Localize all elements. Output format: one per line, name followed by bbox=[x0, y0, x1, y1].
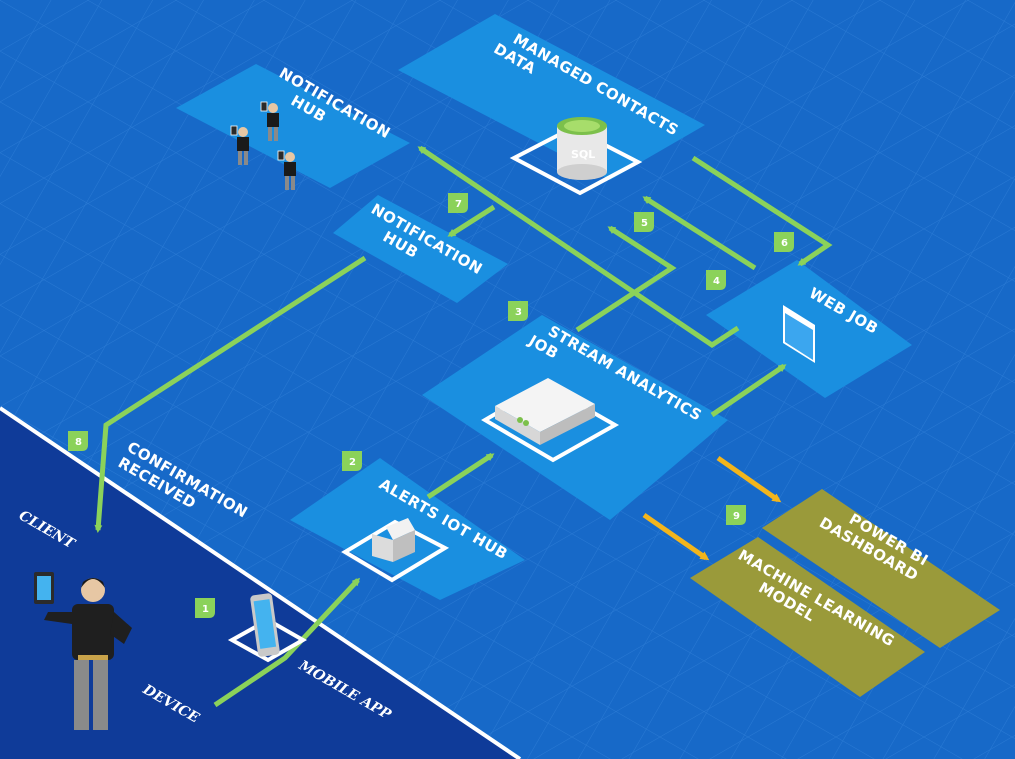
stream-analytics-server-icon bbox=[481, 378, 620, 463]
iot-hub-cube-icon bbox=[341, 518, 450, 583]
tile-notification-hub-mid bbox=[333, 195, 508, 303]
tile-machine-learning bbox=[690, 537, 925, 697]
step-badge-3: 3 bbox=[508, 301, 528, 321]
step-badge-8: 8 bbox=[68, 431, 88, 451]
tile-power-bi bbox=[762, 489, 1000, 648]
flow-stream-to-ml bbox=[642, 512, 710, 561]
output-flow-lines bbox=[642, 455, 782, 561]
svg-text:4: 4 bbox=[713, 276, 720, 287]
sql-database-icon: SQL bbox=[509, 117, 643, 196]
client-zone-border bbox=[0, 406, 522, 759]
mobile-phone-icon bbox=[227, 593, 308, 663]
svg-text:7: 7 bbox=[455, 199, 462, 210]
flow-stream-to-sql bbox=[575, 225, 677, 333]
step-badge-6: 6 bbox=[774, 232, 794, 252]
client-person-icon bbox=[34, 572, 132, 730]
svg-text:3: 3 bbox=[515, 307, 522, 318]
web-job-window-icon bbox=[783, 305, 815, 363]
flow-stream-to-webjob bbox=[710, 363, 787, 418]
step-badge-7: 7 bbox=[448, 193, 468, 213]
flow-device-to-iothub bbox=[213, 577, 361, 708]
step-badge-9: 9 bbox=[726, 505, 746, 525]
flow-lines bbox=[94, 145, 833, 708]
svg-text:9: 9 bbox=[733, 511, 740, 522]
step-badge-4: 4 bbox=[706, 270, 726, 290]
flow-webjob-to-sql bbox=[642, 195, 757, 271]
flow-webjob-to-nhub-top bbox=[417, 145, 740, 349]
svg-text:8: 8 bbox=[75, 437, 82, 448]
flow-stream-to-powerbi bbox=[716, 455, 782, 503]
user-group-icon bbox=[230, 101, 296, 190]
svg-text:1: 1 bbox=[202, 604, 209, 615]
flow-nhub-to-client bbox=[94, 255, 367, 533]
step-badges: 1 2 3 4 5 6 7 8 bbox=[68, 193, 794, 618]
svg-text:6: 6 bbox=[781, 238, 788, 249]
flow-to-nhub-mid bbox=[447, 204, 496, 238]
step-badge-1: 1 bbox=[195, 598, 215, 618]
sql-label: SQL bbox=[571, 148, 595, 161]
svg-text:2: 2 bbox=[349, 457, 356, 468]
svg-text:5: 5 bbox=[641, 218, 648, 229]
step-badge-2: 2 bbox=[342, 451, 362, 471]
tile-notification-hub-top bbox=[176, 64, 410, 188]
step-badge-5: 5 bbox=[634, 212, 654, 232]
tile-managed-contacts bbox=[398, 14, 705, 180]
flow-sql-to-webjob bbox=[691, 155, 833, 267]
flow-iothub-to-stream bbox=[426, 452, 495, 500]
